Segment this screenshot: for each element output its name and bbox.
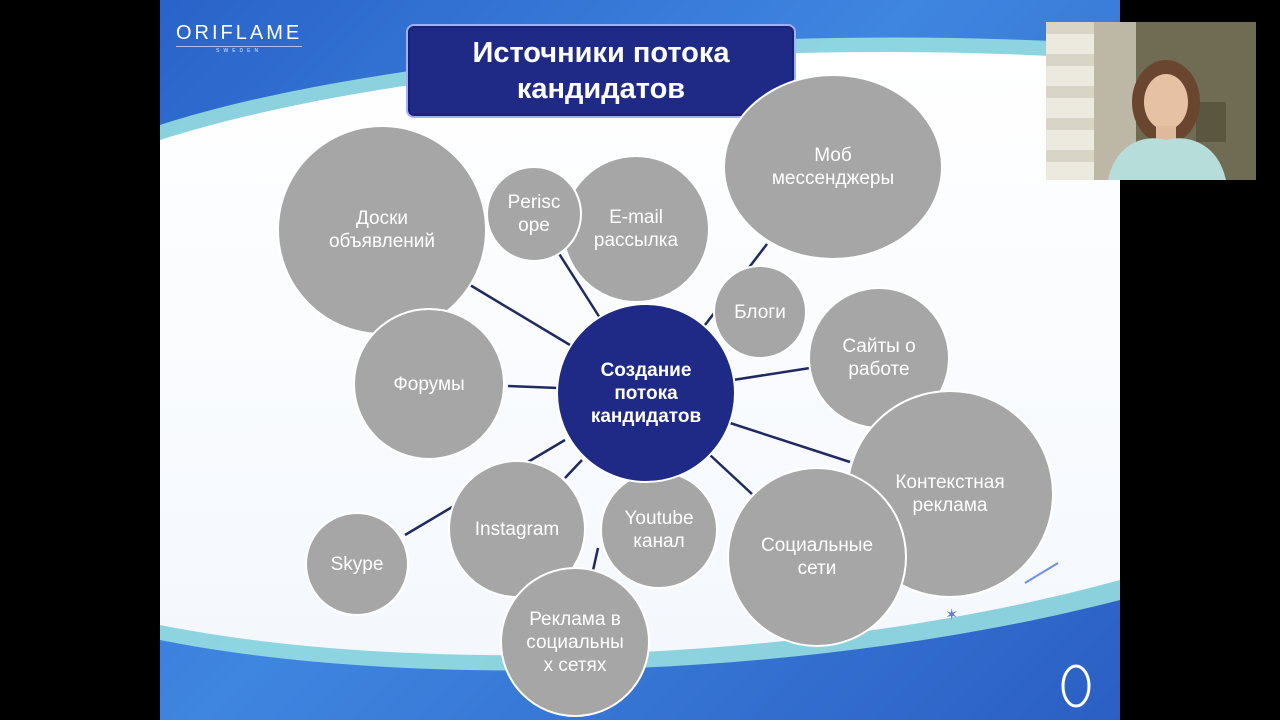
logo-subtext: SWEDEN: [176, 46, 303, 54]
logo-text: ORIFLAME: [176, 22, 303, 44]
bubble-reklama: Реклама в социальных сетях: [500, 567, 650, 717]
center-circle: Создание потока кандидатов: [556, 303, 736, 483]
bubble-youtube: Youtube канал: [600, 471, 718, 589]
connector-line: [556, 251, 602, 319]
bubble-blogi: Блоги: [713, 265, 807, 359]
bubble-forumy: Форумы: [353, 308, 505, 460]
presenter-video-feed: [1046, 22, 1256, 180]
bubble-mob: Моб мессенджеры: [723, 74, 943, 260]
connector-line: [709, 454, 753, 495]
bubble-periscope: Periscope: [486, 166, 582, 262]
connector-line: [507, 384, 559, 390]
connector-line: [732, 366, 811, 382]
connector-line: [564, 459, 583, 479]
bubble-socseti: Социальные сети: [727, 467, 907, 647]
bubble-skype: Skype: [305, 512, 409, 616]
presentation-slide: ✶ ORIFLAME SWEDEN Источники потока канди…: [160, 0, 1120, 720]
presenter-webcam: [1046, 22, 1256, 180]
decor-line: [1024, 562, 1059, 584]
bubble-email: E-mail рассылка: [562, 155, 710, 303]
bubble-doski: Доски объявлений: [277, 125, 487, 335]
oriflame-mark-icon: [1061, 664, 1091, 708]
connector-line: [469, 283, 571, 347]
decor-glyph: ✶: [945, 605, 958, 624]
oriflame-logo: ORIFLAME SWEDEN: [176, 22, 303, 54]
slide-title: Источники потока кандидатов: [406, 24, 796, 118]
connector-line: [729, 421, 851, 464]
